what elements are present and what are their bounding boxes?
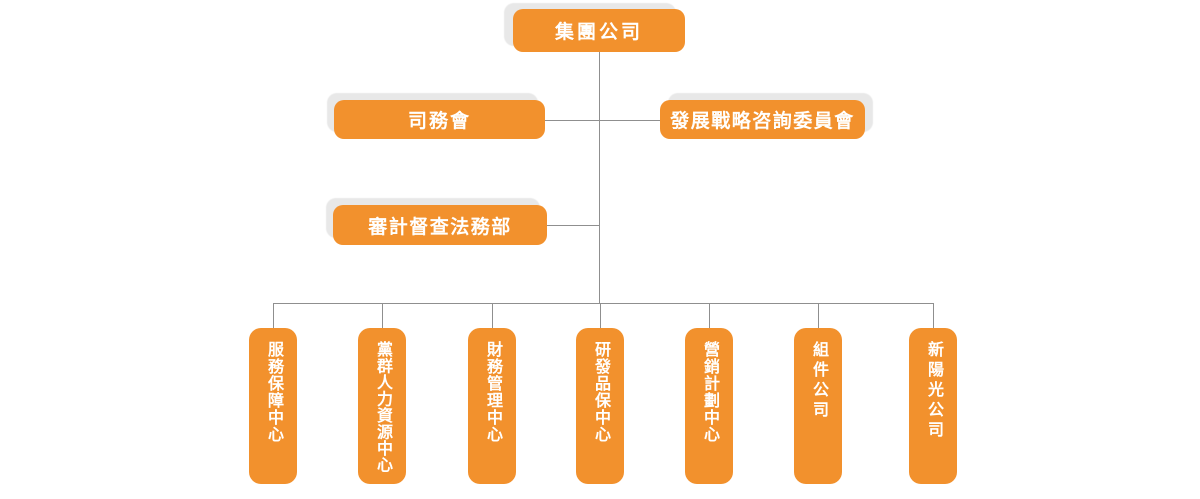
- connector-departments-bus: [273, 303, 933, 304]
- org-node-label: 新陽光公司: [925, 341, 942, 441]
- org-node-service-support-center: 服務保障中心: [249, 328, 297, 484]
- org-node-label: 發展戰略咨詢委員會: [670, 111, 855, 132]
- org-node-party-hr-center: 黨群人力資源中心: [358, 328, 406, 484]
- org-node-council: 司務會: [334, 100, 545, 139]
- connector-drop-rd-center: [600, 303, 601, 328]
- org-node-label: 審計督查法務部: [368, 216, 512, 238]
- connector-drop-finance-center: [492, 303, 493, 328]
- connector-drop-sunshine-co: [933, 303, 934, 328]
- connector-root-trunk: [599, 52, 600, 303]
- org-node-financial-management-center: 財務管理中心: [468, 328, 516, 484]
- org-node-rd-quality-center: 研發品保中心: [576, 328, 624, 484]
- org-node-new-sunshine-company: 新陽光公司: [909, 328, 957, 484]
- org-node-label: 營銷計劃中心: [701, 341, 718, 443]
- org-node-label: 財務管理中心: [484, 341, 501, 443]
- connector-drop-hr-center: [382, 303, 383, 328]
- org-node-audit-legal-dept: 審計督查法務部: [333, 205, 547, 245]
- connector-audit-office: [547, 225, 599, 226]
- org-node-strategy-advisory-committee: 發展戰略咨詢委員會: [660, 100, 865, 139]
- org-node-marketing-planning-center: 營銷計劃中心: [685, 328, 733, 484]
- org-node-component-company: 組件公司: [794, 328, 842, 484]
- connector-drop-marketing-center: [709, 303, 710, 328]
- org-node-label: 集團公司: [554, 22, 643, 43]
- connector-committees: [545, 120, 660, 121]
- org-node-label: 組件公司: [810, 341, 827, 421]
- org-node-label: 服務保障中心: [265, 341, 282, 443]
- connector-drop-component-co: [818, 303, 819, 328]
- connector-drop-service-center: [273, 303, 274, 328]
- org-node-label: 研發品保中心: [592, 341, 609, 443]
- org-node-group-company: 集團公司: [513, 9, 685, 52]
- org-node-label: 黨群人力資源中心: [374, 341, 391, 473]
- org-node-label: 司務會: [407, 111, 471, 132]
